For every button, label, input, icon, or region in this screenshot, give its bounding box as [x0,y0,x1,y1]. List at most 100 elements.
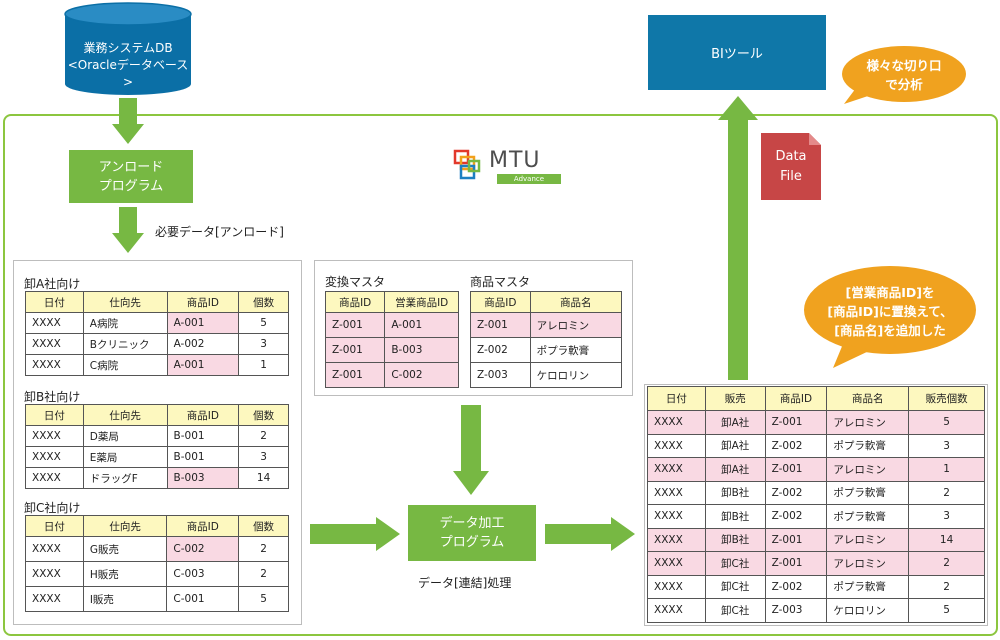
cell: ケロロリン [826,598,910,623]
cell: A病院 [82,312,168,334]
table-row: XXXX 卸C社 Z-001 アレロミン 2 [647,551,985,576]
cell: アレロミン [826,410,910,435]
mtu-logo-mark-icon [453,149,481,180]
table-row: Z-001 C-002 [324,362,459,388]
cell: アレロミン [529,312,623,338]
table-row: XXXX 卸B社 Z-002 ポプラ軟膏 2 [647,480,985,505]
cell: C-002 [384,362,459,388]
cell: XXXX [647,480,706,505]
table-row: XXXX G販売 C-002 2 [25,536,289,562]
mtu-logo-text: MTU [489,148,541,173]
bubble-replace-line2: [商品ID]に置換えて、 [827,304,953,319]
col-header: 日付 [25,404,84,426]
data-file: Data File [761,133,821,200]
cell: XXXX [25,354,84,376]
table-row: XXXX 卸B社 Z-002 ポプラ軟膏 3 [647,504,985,529]
cell: Z-001 [764,410,828,435]
cell: XXXX [647,598,706,623]
col-header: 仕向先 [82,291,168,313]
table-row: XXXX Bクリニック A-002 3 [25,333,289,355]
cell: Z-001 [764,457,828,482]
database-type: <Oracleデータベース> [67,58,189,89]
cell: ポプラ軟膏 [826,433,910,458]
col-header: 商品ID [764,386,828,411]
cell: 5 [908,410,985,435]
table-row: XXXX E薬局 B-001 3 [25,446,289,468]
arrow-up-bi [718,96,758,380]
cell: ポプラ軟膏 [529,337,623,363]
cell: XXXX [25,312,84,334]
cell: B-003 [166,467,240,489]
cell: Z-002 [764,433,828,458]
cell: 5 [908,598,985,623]
table-row: XXXX 卸A社 Z-002 ポプラ軟膏 3 [647,433,985,458]
cell: B-003 [384,337,459,363]
bubble-replace-line3: [商品名]を追加した [834,323,946,338]
arrow-down-db [112,98,144,144]
col-header: 日付 [25,291,84,313]
cell: 1 [908,457,985,482]
cell: ポプラ軟膏 [826,480,910,505]
bubble-replace: [営業商品ID]を [商品ID]に置換えて、 [商品名]を追加した [810,283,970,340]
source-b-title: 卸B社向け [24,390,81,404]
table-row: XXXX 卸C社 Z-002 ポプラ軟膏 2 [647,574,985,599]
cell: Bクリニック [82,333,168,355]
cell: G販売 [82,536,168,562]
cell: 卸A社 [704,433,766,458]
cell: 2 [908,574,985,599]
bubble-analysis: 様々な切り口 で分析 [846,56,962,94]
data-file-line1: Data [775,149,807,164]
table-row: XXXX I販売 C-001 5 [25,586,289,612]
table-row: Z-001 アレロミン [470,312,623,338]
cell: 卸A社 [704,410,766,435]
cell: Z-001 [470,312,531,338]
col-header: 個数 [238,515,289,537]
table-header-row: 日付 仕向先 商品ID 個数 [25,404,289,426]
cell: XXXX [647,574,706,599]
table-row: XXXX 卸A社 Z-001 アレロミン 1 [647,457,985,482]
col-header: 日付 [647,386,706,411]
cell: XXXX [25,333,84,355]
arrow-right-result [545,517,635,551]
table-header-row: 日付 販売 商品ID 商品名 販売個数 [647,386,985,411]
table-row: XXXX 卸B社 Z-001 アレロミン 14 [647,527,985,552]
table-row: XXXX 卸C社 Z-003 ケロロリン 5 [647,598,985,623]
col-header: 営業商品ID [384,291,459,313]
cell: 5 [238,586,289,612]
col-header: 商品ID [166,404,240,426]
cell: ケロロリン [529,362,623,388]
col-header: 販売個数 [908,386,985,411]
table-row: XXXX A病院 A-001 5 [25,312,289,334]
table-row: XXXX ドラッグF B-003 14 [25,467,289,489]
system-frame [3,114,998,636]
cell: 卸B社 [704,480,766,505]
cell: ポプラ軟膏 [826,504,910,529]
col-header: 商品ID [166,515,240,537]
product-master-title: 商品マスタ [470,275,531,289]
cell: 5 [238,312,289,334]
table-header-row: 商品ID 商品名 [470,291,623,313]
cell: Z-003 [470,362,531,388]
cell: アレロミン [826,551,910,576]
cell: 卸C社 [704,598,766,623]
cell: C病院 [82,354,168,376]
table-row: Z-002 ポプラ軟膏 [470,337,623,363]
product-master-table: 商品ID 商品名 Z-001 アレロミン Z-002 ポプラ軟膏 Z-003 ケ… [470,291,623,388]
col-header: 日付 [25,515,84,537]
cell: ドラッグF [82,467,168,489]
cell: Z-001 [764,527,828,552]
col-header: 仕向先 [82,404,168,426]
source-c-table: 日付 仕向先 商品ID 個数 XXXX G販売 C-002 2 XXXX H販売… [25,515,289,612]
unload-program-box: アンロード プログラム [69,150,193,203]
cell: 3 [238,333,289,355]
col-header: 個数 [238,404,289,426]
mtu-logo: MTU Advance [453,148,563,186]
cell: XXXX [25,467,84,489]
mtu-logo-subtext: Advance [497,174,561,184]
cell: A-001 [384,312,459,338]
bubble-replace-shape [804,266,976,368]
cell: Z-002 [764,574,828,599]
col-header: 商品ID [324,291,386,313]
cell: 卸C社 [704,574,766,599]
cell: Z-003 [764,598,828,623]
